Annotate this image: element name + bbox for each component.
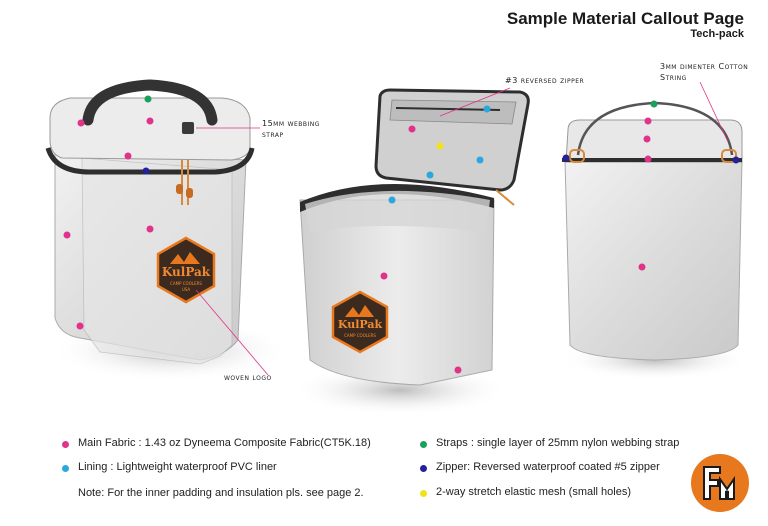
- side-bag-body: [564, 159, 743, 361]
- product-illustrations: KulPak CAMP COOLERS USA KulPak CAMP COOL…: [45, 79, 750, 416]
- legend-straps: Straps : single layer of 25mm nylon webb…: [436, 437, 680, 449]
- legend-mesh: 2-way stretch elastic mesh (small holes): [436, 486, 632, 498]
- callout-cotton-string: 3mm dimenter Cotton String: [660, 62, 749, 82]
- legend-zipper: Zipper: Reversed waterproof coated #5 zi…: [436, 461, 660, 473]
- bag-front-view: KulPak CAMP COOLERS USA: [45, 79, 290, 382]
- bag-zipper: [45, 147, 255, 175]
- legend-main-fabric: Main Fabric : 1.43 oz Dyneema Composite …: [78, 437, 371, 449]
- open-bag-logo-patch: KulPak CAMP COOLERS: [331, 290, 389, 354]
- callout-woven-logo: woven logo: [224, 373, 272, 382]
- page-subtitle: Tech-pack: [690, 28, 744, 40]
- open-logo-brand-text: KulPak: [338, 318, 383, 331]
- fm-logo-icon: [691, 454, 749, 512]
- woven-logo-patch: KulPak CAMP COOLERS USA: [156, 236, 216, 304]
- legend-dot-zipper: [420, 465, 427, 472]
- legend-note: Note: For the inner padding and insulati…: [78, 487, 364, 499]
- legend-dot-mesh: [420, 490, 427, 497]
- logo-brand-text: KulPak: [162, 265, 211, 279]
- page-title: Sample Material Callout Page: [506, 9, 744, 28]
- open-logo-tagline-text: CAMP COOLERS: [344, 333, 376, 338]
- logo-tagline-text: CAMP COOLERS: [170, 281, 202, 286]
- legend-dot-lining: [62, 465, 69, 472]
- logo-origin-text: USA: [182, 287, 191, 292]
- bag-side-view: [560, 81, 750, 380]
- legend-dot-main-fabric: [62, 441, 69, 448]
- legend-lining: Lining : Lightweight waterproof PVC line…: [78, 461, 277, 473]
- bag-open-view: KulPak CAMP COOLERS: [290, 87, 530, 416]
- callout-reversed-zipper: #3 reversed zipper: [505, 76, 585, 85]
- bag-lid: [49, 97, 251, 161]
- bag-handle: [82, 79, 218, 126]
- callout-webbing-strap: 15mm webbing strap: [262, 119, 320, 139]
- legend-dot-straps: [420, 441, 427, 448]
